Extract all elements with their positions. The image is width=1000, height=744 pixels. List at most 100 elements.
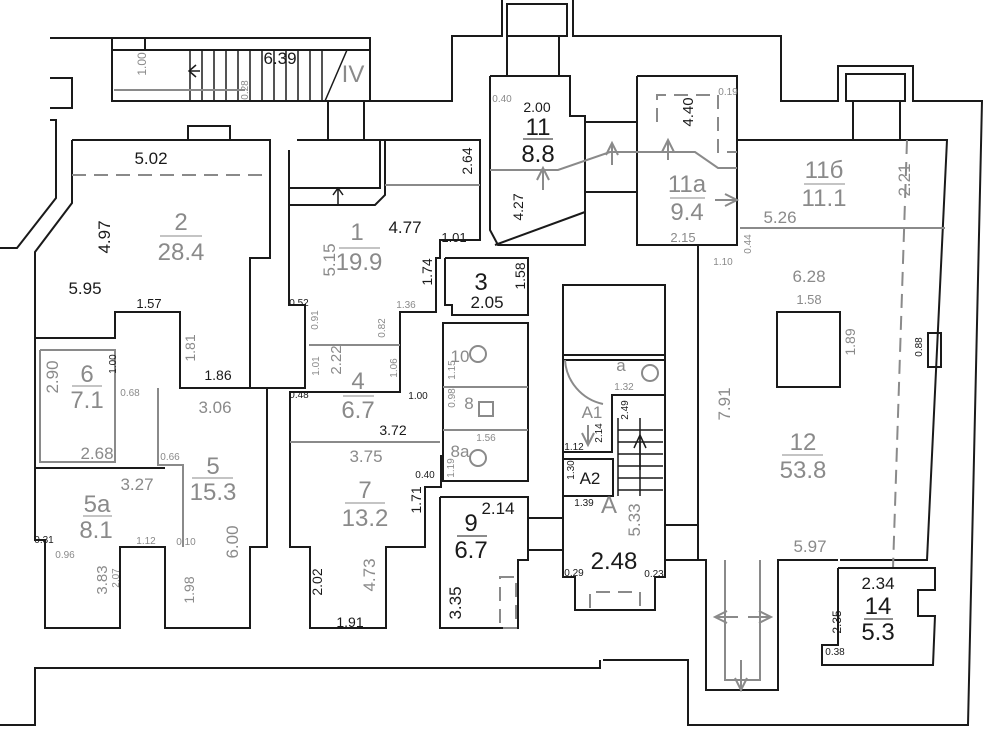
dimension: 0.82 [377,318,388,338]
arrow-down-icon [734,660,748,693]
dimension: 6.39 [263,49,296,68]
dimension: 5.95 [68,279,101,298]
arrow-right-icon [715,193,740,207]
stair-arrows [187,64,647,470]
room-area: 19.9 [336,249,383,276]
dimension: 3.27 [120,475,153,494]
dimensions-vertical: 4.97 2.64 4.27 1.74 1.58 1.71 3.35 2.02 … [43,52,925,634]
dimension: 1.81 [182,334,198,361]
room-9: 96.7 [454,510,487,564]
room-number: 12 [790,429,817,456]
dimension: 2.22 [328,345,345,374]
dimension: 1.58 [512,262,528,289]
dimension: 2.64 [459,147,475,174]
room-4: 46.7 [341,368,374,424]
dimension: 0.40 [492,94,512,105]
room-label-a2: A2 [580,469,601,488]
room-number: 9 [464,510,477,537]
room-labels: 228.4 119.9 32.05 46.7 67.1 515.3 5a8.1 … [70,61,894,646]
dimension: 3.83 [94,565,111,594]
dimension: 2.21 [895,163,914,196]
walls [0,0,984,726]
room-area: 6.7 [454,537,487,564]
room-number: 5a [84,491,111,518]
dimension: 0.68 [120,388,140,399]
dimension: 0.48 [289,390,309,401]
dimension: 1.00 [408,391,428,402]
dimension: 3.75 [349,447,382,466]
room-area: 11.1 [802,185,847,212]
dimension: 3.06 [198,398,231,417]
dimension: 0.28 [240,80,251,100]
dimension: 1.00 [108,354,119,374]
dimension: 0.19 [718,87,738,98]
room-area: 2.48 [591,548,638,575]
room-area: 2.05 [470,293,503,312]
room-number: 7 [358,477,371,504]
dimension: 0.31 [34,535,54,546]
room-number: 11б [805,157,844,184]
dimension: 0.66 [160,452,180,463]
dimensions-horizontal: 6.39 5.02 5.95 1.57 4.77 1.01 1.86 3.72 … [34,49,894,658]
stairs-top [189,49,348,102]
dimension: 2.15 [670,230,695,245]
dimension: 0.44 [743,234,754,254]
room-area: 13.2 [342,505,389,532]
dimension: 1.39 [574,498,594,509]
room-number: 6 [80,361,93,388]
dimension: 4.97 [95,220,114,253]
dimension: 5.97 [793,537,826,556]
dimension: 4.73 [360,558,379,591]
route-arrows [490,137,774,693]
dimension: 2.14 [481,499,514,518]
room-3: 32.05 [470,269,503,312]
room-2: 228.4 [158,209,205,266]
arrow-up-icon [605,140,619,165]
dimension: 0.10 [176,537,196,548]
dimension: 1.01 [311,356,322,376]
arrow-up-icon [332,186,344,205]
dimension: 0.29 [564,568,584,579]
arrow-left-icon [187,64,200,78]
dimension: 5.02 [134,149,167,168]
dimension: 0.91 [310,310,321,330]
dimension: 1.12 [136,536,156,547]
dimension: 1.71 [408,486,424,513]
dimension: 2.68 [80,444,113,463]
dimension: 1.57 [136,296,161,311]
room-label-8a: 8a [451,442,470,461]
dimension: 1.00 [135,52,149,76]
room-number: 14 [865,593,892,620]
dimension: 1.30 [566,460,577,480]
room-14: 145.3 [861,593,894,646]
dimension: 5.15 [320,243,339,276]
dimension: 1.74 [419,258,435,285]
dimension: 2.35 [830,610,844,634]
dimension: 0.38 [825,647,845,658]
dimension: 1.01 [441,230,466,245]
room-area: 28.4 [158,239,205,266]
dimension: 1.06 [389,358,400,378]
dimension: 1.58 [796,292,821,307]
arrow-right-icon [748,610,774,624]
dimension: 1.32 [614,382,634,393]
room-number: 11a [668,171,707,198]
room-1: 119.9 [336,219,383,276]
room-area: 5.3 [861,619,894,646]
room-5a: 5a8.1 [79,491,112,544]
room-number: 3 [474,269,487,296]
room-5: 515.3 [190,453,237,506]
room-label-a: a [616,356,626,375]
dimension: 0.88 [914,337,925,357]
dimension: 2.14 [594,423,605,443]
dimension: 4.27 [510,193,526,220]
room-7: 713.2 [342,477,389,532]
arrow-up-icon [536,165,550,190]
room-area: 7.1 [70,387,103,414]
dimension: 6.00 [223,525,242,558]
arrow-down-icon [581,425,595,448]
dimension: 1.15 [447,360,458,380]
